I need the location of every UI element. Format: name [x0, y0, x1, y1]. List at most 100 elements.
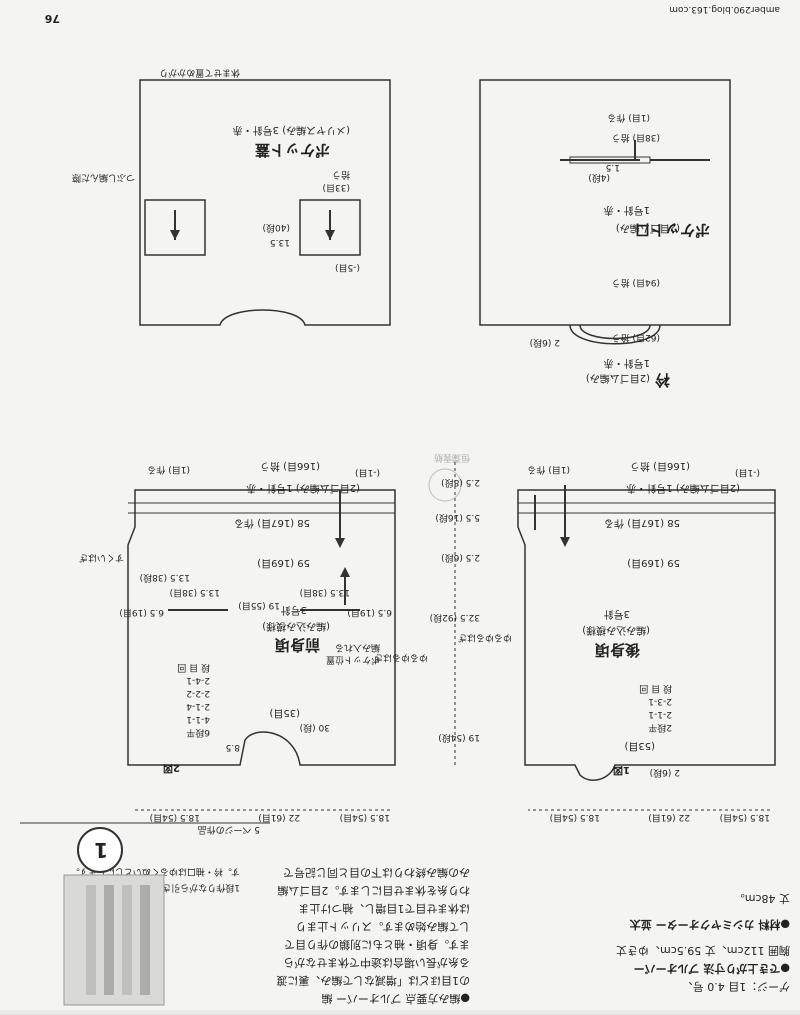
- back-neck: (53目): [624, 740, 655, 751]
- pocket-cover-minus: (-5目): [335, 262, 360, 273]
- front-decrease-1: 4-1-1: [186, 714, 210, 724]
- front-pocket-left: 13.5 (38目): [300, 587, 350, 598]
- text-col1-line: は休ませ目で1目増し、袖つけ止ま: [298, 902, 470, 916]
- text-line3: 胸囲 112cm、丈 59.5cm、ゆき丈: [616, 944, 790, 958]
- text-col1-line: して編み始めます。スリット止まり: [295, 920, 470, 934]
- front-pocket-place2: 編み入れる: [335, 642, 380, 654]
- back-decrease-1: 2-1-1: [648, 709, 672, 719]
- watermark-stamp: 恒瀾雲舫: [428, 452, 470, 502]
- back-cast-on: (1目) 作る: [527, 464, 570, 476]
- pocket-cover-subtitle: (メリヤス編み) 3号針・赤: [233, 124, 350, 137]
- text-column-2: わり糸を休ませ目にします。2目ゴム編 みの編み終わりは下の目と同じ記号で: [277, 866, 470, 898]
- back-row59: 59 (169目): [627, 557, 680, 568]
- front-pocket-place: ポケット位置: [326, 654, 380, 666]
- front-decrease-0: 6段平: [186, 727, 210, 739]
- collar-subtitle: (2目ゴム編み): [586, 372, 650, 385]
- pocket-opening-size: 1.5: [606, 162, 620, 172]
- pocket-cover-end-note: つぶし編んだ際: [72, 172, 135, 184]
- page-number: 76: [44, 12, 60, 25]
- pocket-opening-cast-on: (1目) 作る: [607, 112, 650, 124]
- pocket-cover-title: ポケット蓋: [255, 141, 330, 159]
- back-figure: 1図: [613, 764, 630, 776]
- pocket-opening-rows: (4段): [588, 172, 610, 184]
- front-wide: (166目) 拾う: [260, 460, 320, 473]
- front-bodice-diagram: 前身頃 (編み込み模様) 3号針 59 (169目) 58 (167目) 作る …: [79, 460, 428, 774]
- back-dim-0: 18.5 (54目): [720, 812, 770, 823]
- pocket-opening-diagram: ポケット口 (2目ゴム編み) 1号針・赤 (38目) 拾う (1目) 作る (4…: [560, 112, 710, 239]
- front-decrease-3: 2-2-2: [186, 688, 210, 698]
- collar-title: 衿: [655, 371, 670, 389]
- figure-number-badge: [77, 827, 123, 873]
- back-bodice-diagram: 後身頃 (編み込み模様) 3号針 59 (169目) 58 (167目) 作る …: [458, 460, 776, 781]
- pocket-opening-title: ポケット口: [635, 221, 710, 239]
- front-row59: 59 (169目): [257, 557, 310, 568]
- watermark-stamp-text: 恒瀾雲舫: [434, 452, 470, 464]
- front-figure: 2図: [163, 762, 180, 774]
- front-needle: 3号針: [281, 604, 307, 617]
- front-mid19: 19 (55目): [238, 600, 280, 611]
- text-col1-line: る糸が長い場合は途中で休ませながら: [283, 956, 470, 970]
- dim-bottom: 19 (54段): [438, 732, 480, 744]
- front-minus: (-1目): [355, 467, 380, 478]
- dim-mid3: 32.5 (92段): [430, 612, 480, 624]
- text-col1-line: ます。身頃・袖ともに別鎖の作り目で: [284, 938, 470, 952]
- back-armhole-note: ゆるゆるはぎ: [458, 632, 512, 644]
- back-pattern: (編み込み模様): [582, 624, 650, 637]
- collar-diagram: 衿 (2目ゴム編み) 1号針・赤 (62目) 拾う (94目) 拾う 2 (6段…: [479, 79, 731, 389]
- front-neck-depth: 8.5: [226, 742, 240, 752]
- pocket-cover-height-rows: (40段): [263, 222, 290, 234]
- pocket-opening-subtitle: (2目ゴム編み): [616, 222, 680, 235]
- front-dim-2: 18.5 (54目): [150, 812, 200, 823]
- front-seam-note: すくいはぎ: [79, 552, 124, 564]
- dim-mid1: 5.5 (16段): [435, 512, 480, 524]
- front-side-left: 6.5 (19目): [347, 607, 392, 618]
- text-col1-line: ●編み方要点 プルオーバー 編: [322, 992, 470, 1006]
- back-dim-2: 18.5 (54目): [550, 812, 600, 823]
- pocket-opening-needle: 1号針・赤: [604, 204, 650, 217]
- pocket-cover-width: (33目): [323, 182, 350, 193]
- text-col2-line: わり糸を休ませ目にします。2目ゴム編: [277, 884, 470, 898]
- front-neck: (35目): [269, 707, 300, 718]
- collar-rows: 2 (6段): [530, 337, 560, 349]
- front-row58: 58 (167目) 作る: [234, 517, 310, 529]
- page-ref: 5 ページの作品: [198, 824, 260, 836]
- front-armhole-note: ゆるゆるはぎ: [374, 652, 428, 664]
- front-cast-on: (1目) 作る: [147, 464, 190, 476]
- collar-pick-bottom: (62目) 拾う: [612, 332, 660, 344]
- text-materials: ●材料 カシミヤクオーター 並太: [629, 918, 790, 932]
- back-decrease-3: 段 目 回: [639, 683, 672, 695]
- pocket-cover-sides-note: 休ませて置めかがり: [159, 67, 240, 79]
- back-wide: (166目) 拾う: [630, 460, 690, 473]
- front-dim-0: 18.5 (54目): [340, 812, 390, 823]
- back-decrease-0: 2段平: [648, 722, 672, 734]
- front-dim-1: 22 (61目): [258, 812, 300, 823]
- text-finished-size: ●でき上がり寸法 プルオーバー: [634, 962, 790, 976]
- back-neck-rows: 2 (6段): [650, 767, 680, 779]
- back-ribbing: (2目ゴム編み) 1号針・赤: [626, 482, 740, 495]
- pocket-cover-height: 13.5: [270, 237, 290, 247]
- text-column-1: ●編み方要点 プルオーバー 編 の1目ほどは「増減なしで編み、裏に渡 る糸が長い…: [276, 902, 470, 1006]
- text-col2-line: みの編み終わりは下の目と同じ記号で: [283, 866, 470, 880]
- front-bottom-dims: 18.5 (54目) 22 (61目) 18.5 (54目): [135, 809, 390, 823]
- pocket-cover-pick: 拾う: [332, 169, 350, 181]
- watermark-site: amber290.blog.163.com: [669, 4, 780, 14]
- pocket-cover-diagram: ポケット蓋 (メリヤス編み) 3号針・赤 13.5 (40段) (33目) 拾う…: [72, 67, 391, 326]
- sidebar-thumbnail: 1 5 ページの作品: [20, 822, 270, 1006]
- center-dimensions: 19 (54段) 32.5 (92段) 2.5 (6段) 5.5 (16段) 2…: [430, 460, 480, 765]
- dim-mid2: 2.5 (6段): [441, 552, 480, 564]
- instructions-block: ゲージ：1目 4.0 号、 ●でき上がり寸法 プルオーバー 胸囲 112cm、丈…: [0, 866, 800, 1015]
- front-pattern: (編み込み模様): [262, 620, 330, 633]
- back-bottom-dims: 18.5 (54目) 22 (61目) 18.5 (54目): [528, 809, 770, 823]
- front-decrease-2: 2-1-4: [186, 701, 210, 711]
- collar-needle: 1号針・赤: [604, 357, 650, 370]
- back-minus: (-1目): [735, 467, 760, 478]
- back-title: 後身頃: [594, 641, 641, 659]
- back-decrease-2: 2-3-1: [648, 696, 672, 706]
- text-heading: ゲージ：1目 4.0 号、: [682, 980, 790, 993]
- pocket-opening-pick: (38目) 拾う: [612, 132, 660, 144]
- front-ribbing: (2目ゴム編み) 1号針・赤: [246, 482, 360, 495]
- front-neck-rows: 30 (段): [300, 722, 330, 734]
- front-row13-5: 13.5 (38段): [140, 572, 190, 584]
